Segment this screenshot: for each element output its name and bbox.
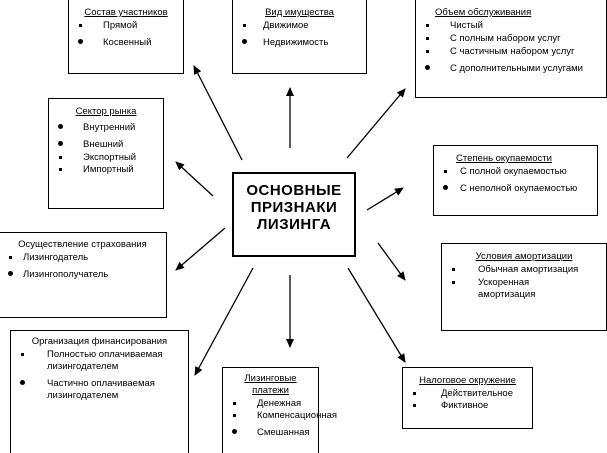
- list-item: С полной окупаемостью: [438, 166, 593, 178]
- list-item: Экспортный: [53, 152, 159, 164]
- list-item: С частичным набором услуг: [420, 46, 602, 58]
- list-item: С неполной окупаемостью: [438, 183, 593, 195]
- list-item: Лизингодатель: [3, 252, 162, 264]
- box-title: Вид имущества: [265, 7, 334, 18]
- list-item: Смешанная: [227, 427, 314, 439]
- arrow-market: [175, 161, 214, 197]
- list-item: Ускоренная амортизация: [446, 277, 602, 301]
- list-item: Действительное: [407, 388, 528, 400]
- list-item: Внутренний: [53, 122, 159, 134]
- box-market: Сектор рынка Внутренний Внешний Экспортн…: [48, 98, 164, 209]
- list-item: С дополнительными услугами: [420, 63, 602, 75]
- box-insurance: Осуществление страхования Лизингодатель …: [0, 232, 167, 318]
- box-participants: Состав участников Прямой Косвенный: [68, 0, 184, 74]
- box-payback: Степень окупаемости С полной окупаемость…: [433, 145, 598, 216]
- center-line: ПРИЗНАКИ: [250, 199, 338, 216]
- box-title: Условия амортизации: [475, 251, 573, 262]
- box-title: Налоговое окружение: [419, 375, 516, 386]
- box-title: Сектор рынка: [75, 106, 137, 117]
- arrow-tax: [347, 267, 406, 363]
- box-title: Лизинговые платежи: [244, 373, 297, 396]
- list-item: Частично оплачиваемая лизингодателем: [15, 378, 184, 402]
- arrow-participants: [193, 65, 243, 161]
- box-title: Состав участников: [84, 7, 168, 18]
- list-item: Чистый: [420, 20, 602, 32]
- list-item: Прямой: [73, 20, 179, 32]
- box-title: Организация финансирования: [31, 336, 168, 347]
- box-depreciation: Условия амортизации Обычная амортизация …: [441, 243, 607, 331]
- list-item: Лизингополучатель: [3, 269, 162, 281]
- box-service: Объем обслуживания Чистый С полным набор…: [415, 0, 607, 98]
- central-node: ОСНОВНЫЕ ПРИЗНАКИ ЛИЗИНГА: [232, 172, 356, 257]
- list-item: Косвенный: [73, 37, 179, 49]
- list-item: Импортный: [53, 164, 159, 176]
- arrow-payback: [366, 187, 404, 211]
- center-line: ЛИЗИНГА: [256, 216, 332, 233]
- box-payments: Лизинговые платежи Денежная Компенсацион…: [222, 367, 337, 453]
- box-title: Степень окупаемости: [456, 153, 552, 164]
- box-title: Объем обслуживания: [435, 7, 532, 18]
- list-item: Недвижимость: [237, 37, 362, 49]
- center-line: ОСНОВНЫЕ: [246, 182, 342, 199]
- list-item: Обычная амортизация: [446, 264, 602, 276]
- box-financing: Организация финансирования Полностью опл…: [10, 330, 189, 453]
- list-item: Внешний: [53, 139, 159, 151]
- list-item: С полным набором услуг: [420, 33, 602, 45]
- arrow-service: [346, 88, 406, 159]
- box-tax: Налоговое окружение Действительное Фикти…: [402, 367, 533, 429]
- list-item: Полностью оплачиваемая лизингодателем: [15, 349, 184, 373]
- list-item: Компенсационная: [227, 410, 337, 422]
- box-title: Осуществление страхования: [18, 239, 147, 250]
- arrow-insurance: [175, 227, 226, 271]
- arrow-depreciation: [377, 242, 406, 281]
- list-item: Движимое: [237, 20, 362, 32]
- list-item: Денежная: [227, 398, 314, 410]
- arrow-financing: [194, 267, 254, 376]
- list-item: Фиктивное: [407, 400, 528, 412]
- box-property: Вид имущества Движимое Недвижимость: [232, 0, 367, 74]
